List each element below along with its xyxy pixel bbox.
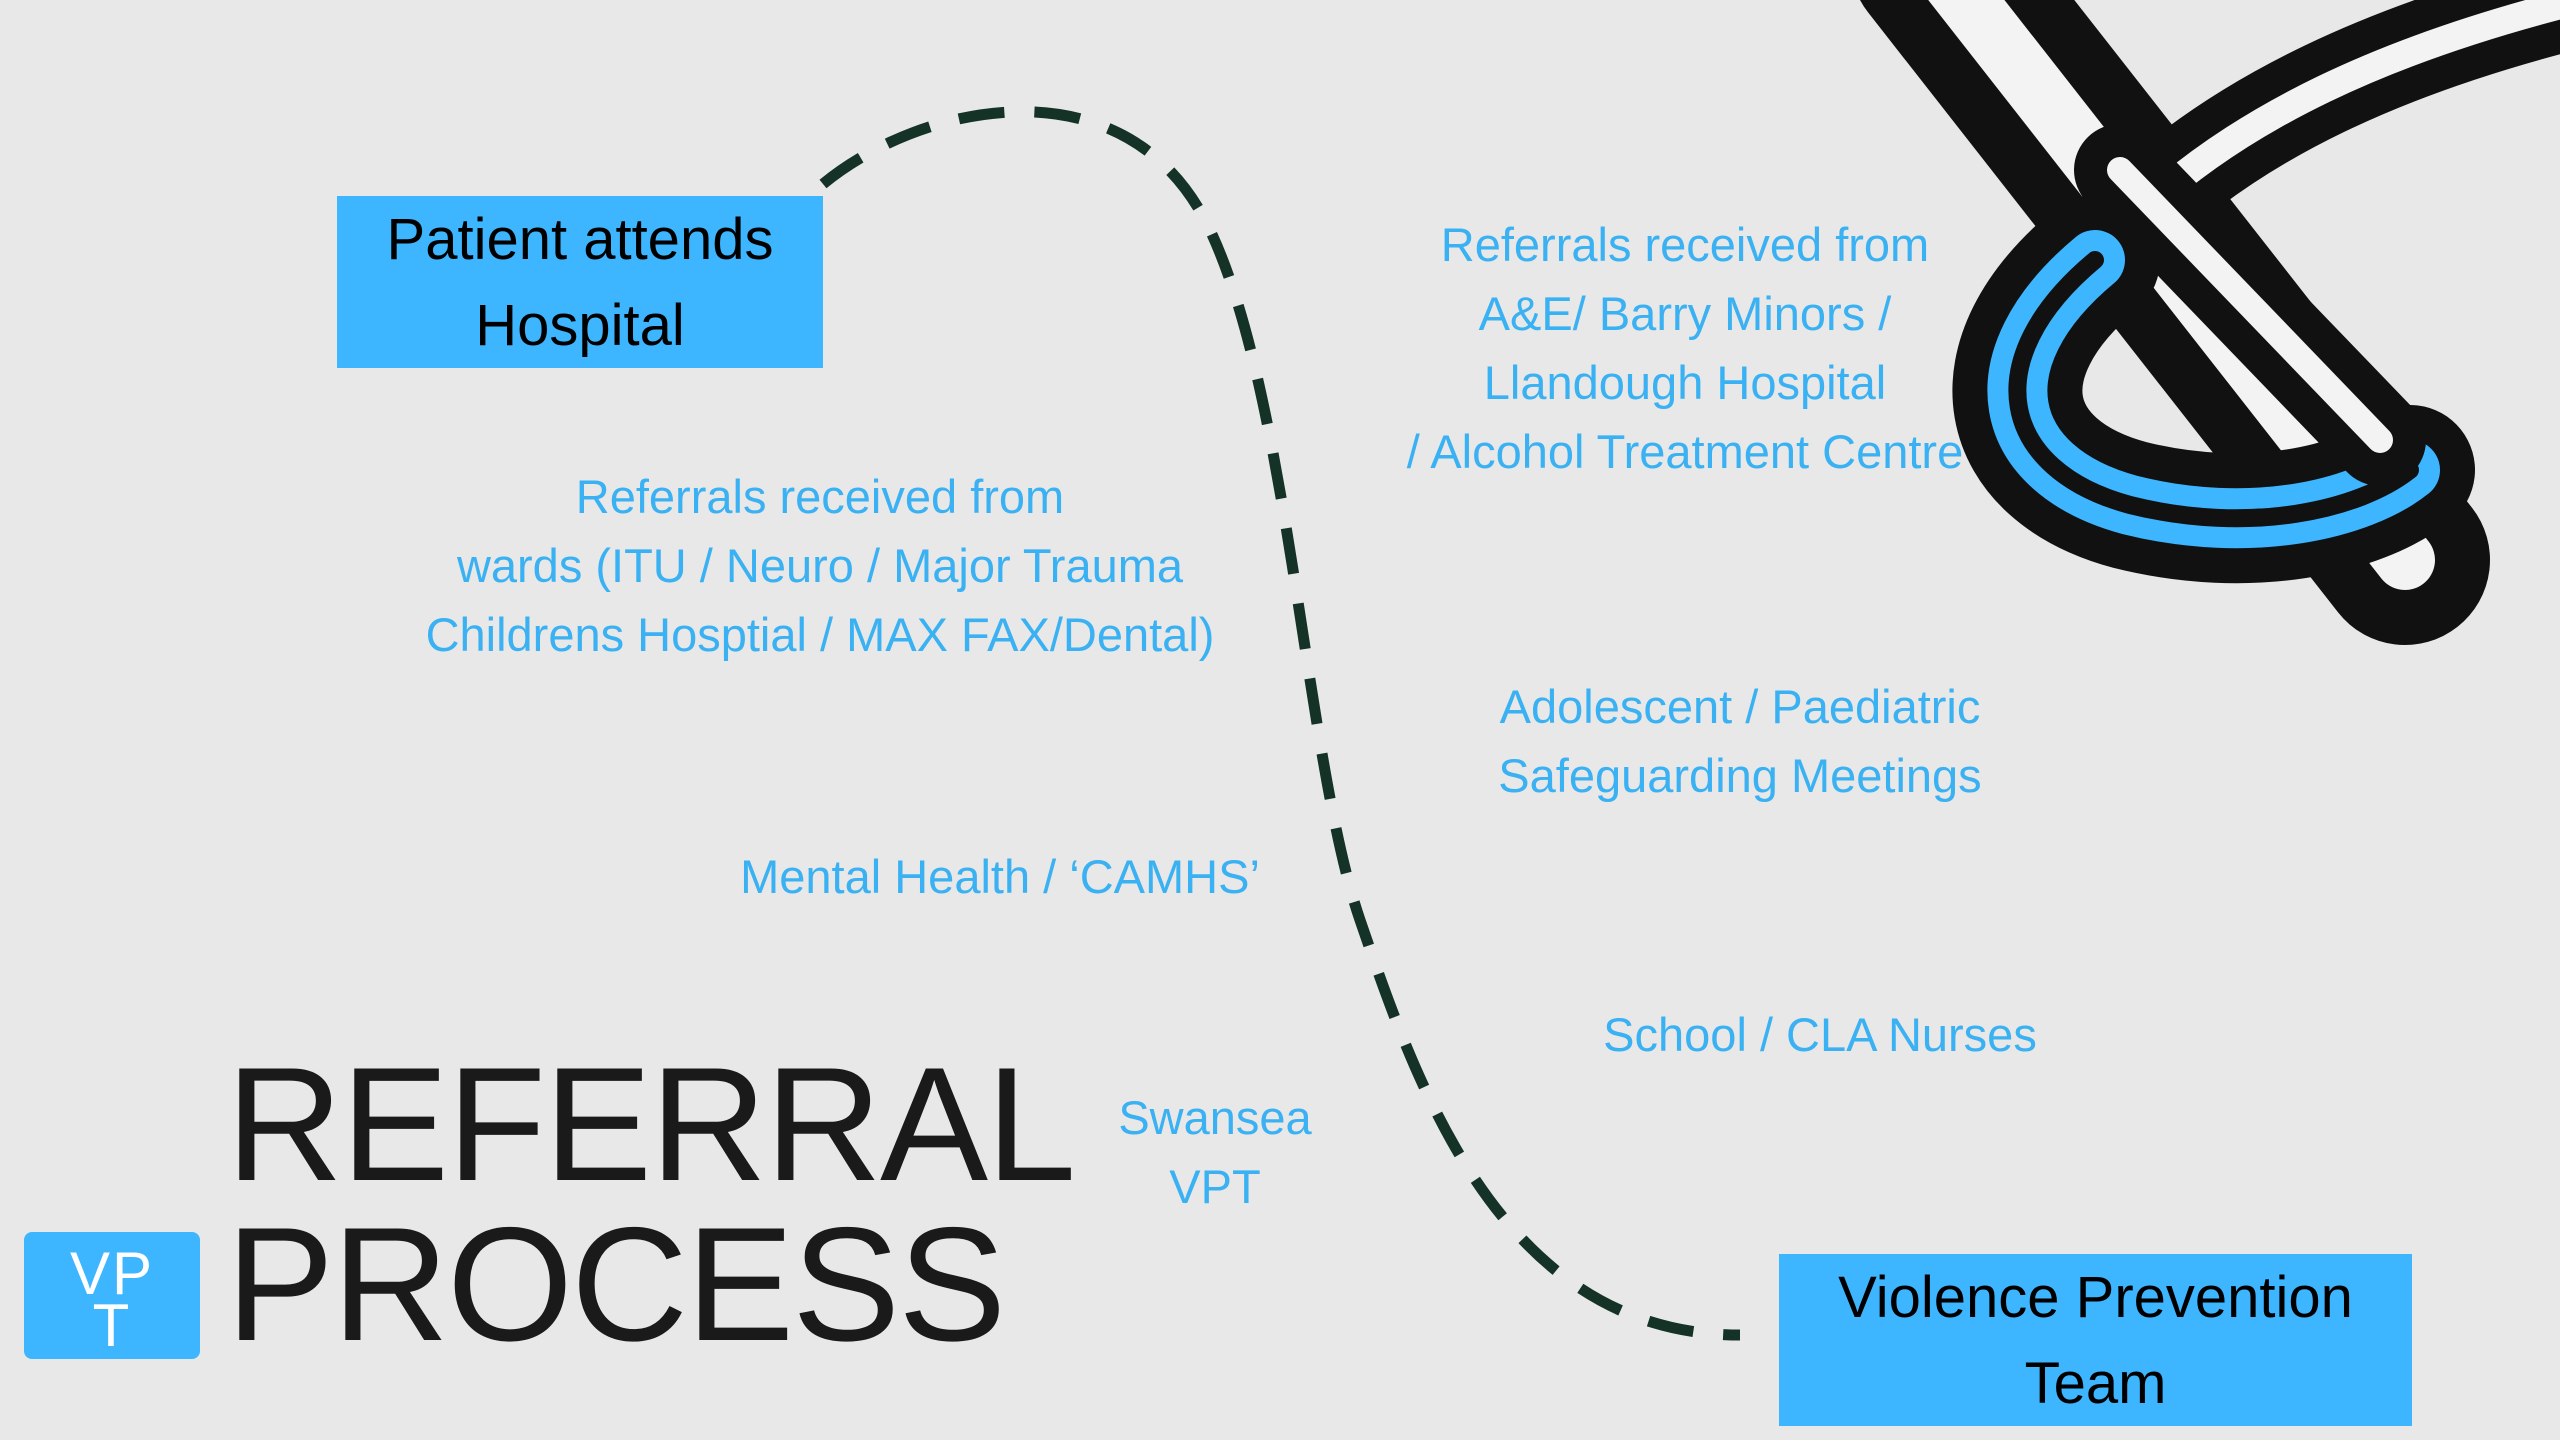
ribbon-swirl-graphic <box>1860 0 2560 645</box>
vpt-logo-badge: VP T <box>24 1232 200 1359</box>
vpt-logo-text: VP T <box>69 1240 155 1359</box>
end-box-violence-prevention-team: Violence Prevention Team <box>1779 1254 2412 1426</box>
referral-source-safeguarding-meetings: Adolescent / Paediatric Safeguarding Mee… <box>1498 680 1982 802</box>
referral-source-swansea-vpt: Swansea VPT <box>1118 1091 1312 1213</box>
start-box-patient-attends-hospital: Patient attends Hospital <box>337 196 823 368</box>
referral-source-school-cla-nurses: School / CLA Nurses <box>1603 1008 2037 1061</box>
dashed-curve-connector <box>819 106 1741 1341</box>
referral-source-mental-health: Mental Health / ‘CAMHS’ <box>740 850 1260 903</box>
slide-title: REFERRAL PROCESS <box>226 1034 1076 1375</box>
referral-source-wards: Referrals received from wards (ITU / Neu… <box>425 470 1215 661</box>
referral-source-ae-barry-llandough: Referrals received from A&E/ Barry Minor… <box>1406 218 1964 478</box>
